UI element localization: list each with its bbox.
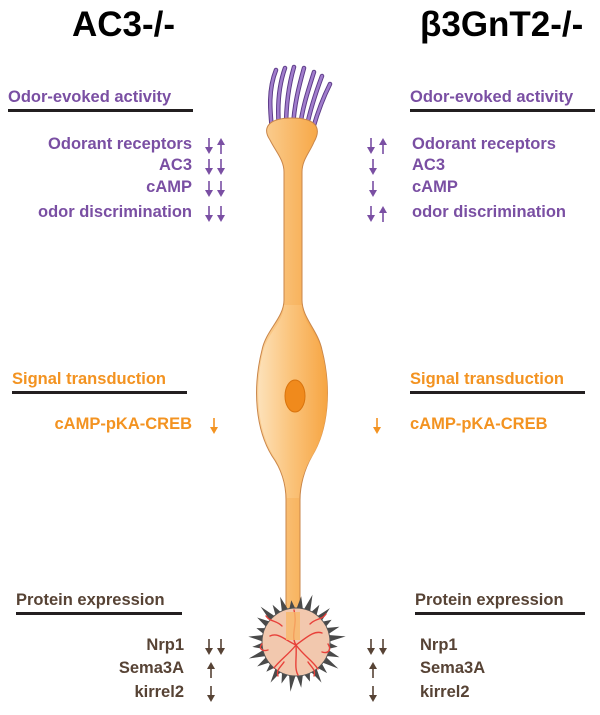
down-arrow-icon xyxy=(207,686,215,702)
down-arrow-icon xyxy=(217,159,225,175)
left-odor-row-label: odor discrimination xyxy=(37,203,192,221)
right-odor-arrows xyxy=(367,138,387,154)
down-arrow-icon xyxy=(205,159,213,175)
left-odor-underline xyxy=(8,109,193,112)
left-odor-row-label: AC3 xyxy=(158,156,192,174)
down-arrow-icon xyxy=(205,138,213,154)
right-signal-arrows xyxy=(373,418,381,434)
right-odor-underline xyxy=(410,109,595,112)
up-arrow-icon xyxy=(369,662,377,678)
down-arrow-icon xyxy=(373,418,381,434)
left-odor-header: Odor-evoked activity xyxy=(8,88,172,106)
right-signal-underline xyxy=(410,391,585,394)
left-odor-row-label: Odorant receptors xyxy=(48,135,192,153)
down-arrow-icon xyxy=(367,206,375,222)
down-arrow-icon xyxy=(205,206,213,222)
left-protein-row-label: kirrel2 xyxy=(134,683,184,701)
left-protein-underline xyxy=(16,612,182,615)
right-protein-arrows xyxy=(367,639,387,655)
left-signal-header: Signal transduction xyxy=(12,370,167,388)
right-protein-row-label: kirrel2 xyxy=(420,683,470,701)
right-protein-underline xyxy=(415,612,585,615)
down-arrow-icon xyxy=(217,639,225,655)
down-arrow-icon xyxy=(205,181,213,197)
right-protein-arrows xyxy=(369,662,377,678)
up-arrow-icon xyxy=(217,138,225,154)
down-arrow-icon xyxy=(217,181,225,197)
left-title: AC3-/- xyxy=(72,5,176,44)
left-signal-arrows xyxy=(210,418,218,434)
down-arrow-icon xyxy=(367,639,375,655)
right-title: β3GnT2-/- xyxy=(420,5,584,44)
down-arrow-icon xyxy=(210,418,218,434)
right-protein-row-label: Sema3A xyxy=(420,659,486,677)
left-signal-row-label: cAMP-pKA-CREB xyxy=(54,415,193,433)
left-odor-row-label: cAMP xyxy=(146,178,192,196)
up-arrow-icon xyxy=(379,138,387,154)
right-odor-header: Odor-evoked activity xyxy=(410,88,574,106)
left-odor-arrows xyxy=(205,159,225,175)
right-signal-row-label: cAMP-pKA-CREB xyxy=(410,415,548,433)
right-protein-row-label: Nrp1 xyxy=(420,636,458,654)
left-signal-underline xyxy=(12,391,187,394)
down-arrow-icon xyxy=(379,639,387,655)
right-odor-arrows xyxy=(367,206,387,222)
right-odor-row-label: AC3 xyxy=(412,156,446,174)
down-arrow-icon xyxy=(205,639,213,655)
left-odor-arrows xyxy=(205,138,225,154)
down-arrow-icon xyxy=(369,686,377,702)
left-protein-arrows xyxy=(207,662,215,678)
right-odor-row-label: odor discrimination xyxy=(412,203,567,221)
right-odor-row-label: cAMP xyxy=(412,178,458,196)
left-protein-arrows xyxy=(205,639,225,655)
right-protein-header: Protein expression xyxy=(415,591,564,609)
down-arrow-icon xyxy=(369,181,377,197)
nucleus xyxy=(284,379,306,413)
right-signal-header: Signal transduction xyxy=(410,370,565,388)
left-protein-arrows xyxy=(207,686,215,702)
left-protein-row-label: Sema3A xyxy=(118,659,184,677)
up-arrow-icon xyxy=(207,662,215,678)
down-arrow-icon xyxy=(367,138,375,154)
up-arrow-icon xyxy=(379,206,387,222)
left-odor-arrows xyxy=(205,181,225,197)
left-protein-header: Protein expression xyxy=(16,591,165,609)
axon-terminal xyxy=(248,594,346,692)
right-protein-arrows xyxy=(369,686,377,702)
down-arrow-icon xyxy=(369,159,377,175)
right-odor-arrows xyxy=(369,181,377,197)
left-protein-row-label: Nrp1 xyxy=(146,636,184,654)
right-odor-row-label: Odorant receptors xyxy=(412,135,556,153)
right-odor-arrows xyxy=(369,159,377,175)
left-odor-arrows xyxy=(205,206,225,222)
down-arrow-icon xyxy=(217,206,225,222)
